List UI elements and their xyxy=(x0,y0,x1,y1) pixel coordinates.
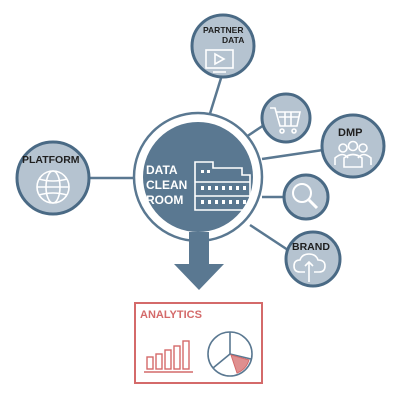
hub-data-clean-room: DATA CLEAN ROOM xyxy=(143,122,253,232)
platform-label: PLATFORM xyxy=(22,154,80,166)
connector-brand xyxy=(249,223,292,254)
bar-chart-icon xyxy=(144,340,193,373)
hub-label-line-3: ROOM xyxy=(146,193,183,207)
people-group-icon xyxy=(334,140,372,168)
node-dmp: DMP xyxy=(320,113,386,179)
hub-circle xyxy=(143,122,253,232)
dmp-label: DMP xyxy=(338,127,362,139)
node-platform: PLATFORM xyxy=(15,140,91,216)
analytics-title: ANALYTICS xyxy=(140,309,202,321)
magnifier-icon xyxy=(292,183,319,210)
shopping-cart-icon xyxy=(270,107,301,134)
node-search xyxy=(282,173,330,221)
node-partner-data: PARTNER DATA xyxy=(190,13,256,79)
globe-icon xyxy=(36,170,70,204)
down-arrow xyxy=(174,232,224,290)
pie-chart-icon xyxy=(207,331,253,377)
partner-label-line-2: DATA xyxy=(222,35,244,45)
brand-label: BRAND xyxy=(292,241,330,253)
building-icon xyxy=(194,161,251,211)
cloud-upload-icon xyxy=(293,253,326,282)
node-shopping xyxy=(260,92,312,144)
hub-label-line-1: DATA xyxy=(146,163,178,177)
video-icon xyxy=(205,49,234,73)
connector-lines xyxy=(89,74,324,254)
connector-dmp xyxy=(261,148,324,161)
partner-label-line-1: PARTNER xyxy=(203,25,243,35)
connector-partner xyxy=(206,74,224,121)
hub-label-line-2: CLEAN xyxy=(146,178,187,192)
node-brand: BRAND xyxy=(284,230,342,288)
analytics-box: ANALYTICS xyxy=(134,302,263,384)
